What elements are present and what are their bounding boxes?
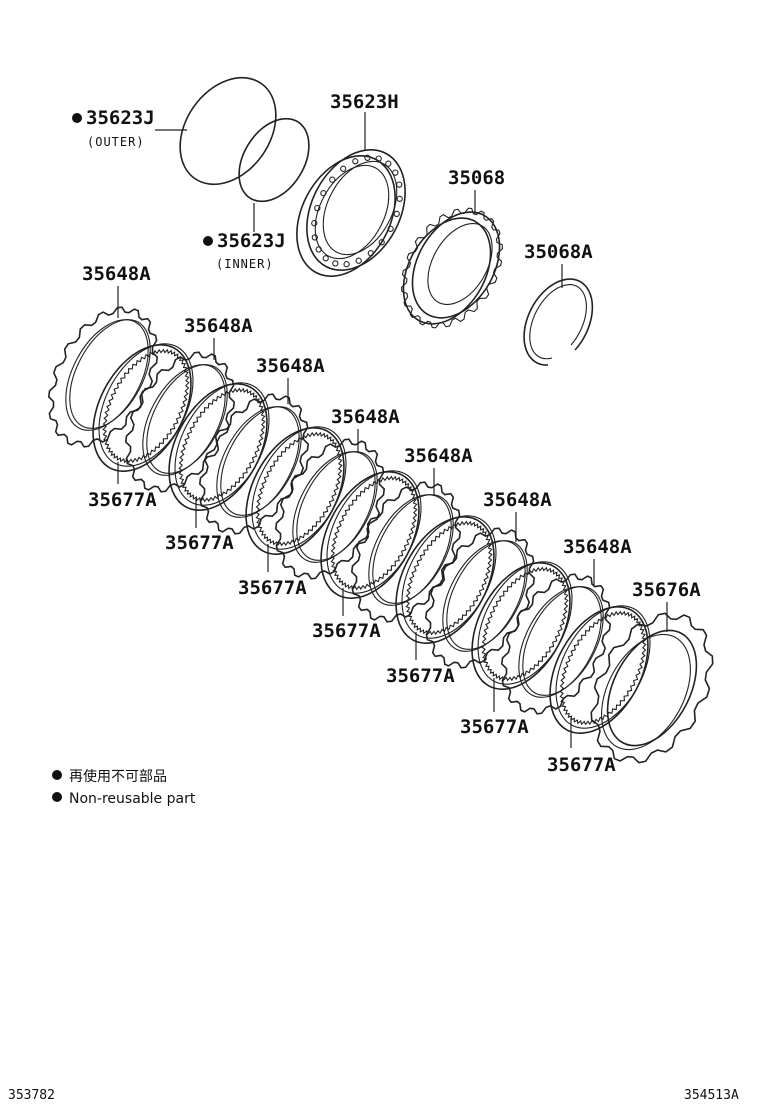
clutch-plate bbox=[395, 515, 497, 644]
retainer-bead bbox=[393, 210, 400, 218]
callout-35648a-7: 35648A bbox=[563, 536, 632, 558]
retainer-bead bbox=[343, 261, 350, 268]
retainer-bead bbox=[385, 160, 392, 167]
illustration-code-right: 354513A bbox=[684, 1088, 739, 1103]
callout-35676a: 35676A bbox=[632, 579, 701, 601]
snap-ring-35068a-drawing bbox=[523, 278, 594, 366]
retainer-bead bbox=[387, 225, 394, 232]
retainer-bead bbox=[320, 190, 327, 197]
retainer-bead bbox=[322, 255, 329, 262]
retainer-bead bbox=[392, 169, 399, 176]
retainer-bead bbox=[311, 220, 318, 227]
callout-35677a-3: 35677A bbox=[238, 577, 307, 599]
legend-marker-jp bbox=[52, 770, 62, 780]
clutch-plate bbox=[245, 426, 347, 555]
callout-35677a-1: 35677A bbox=[88, 489, 157, 511]
non-reusable-marker bbox=[72, 113, 82, 123]
retainer-bead bbox=[329, 176, 336, 183]
retainer-bead bbox=[364, 154, 371, 161]
callout-35623j-inner: 35623J bbox=[217, 230, 286, 252]
legend-japanese: 再使用不可部品 bbox=[69, 768, 167, 785]
non-reusable-marker bbox=[203, 236, 213, 246]
retainer-bead bbox=[396, 181, 403, 188]
callout-35648a-4: 35648A bbox=[331, 406, 400, 428]
retainer-bead bbox=[355, 257, 362, 264]
retainer-bead bbox=[314, 204, 321, 212]
callout-35677a-2: 35677A bbox=[165, 532, 234, 554]
clutch-plate bbox=[320, 470, 422, 599]
hub-drawing bbox=[401, 207, 503, 329]
callout-35677a-5: 35677A bbox=[386, 665, 455, 687]
callout-35068a: 35068A bbox=[524, 241, 593, 263]
friction-disc bbox=[198, 393, 310, 535]
callout-35648a-1: 35648A bbox=[82, 263, 151, 285]
retainer-bead bbox=[340, 165, 347, 172]
callout-35677a-6: 35677A bbox=[460, 716, 529, 738]
retainer-bead bbox=[375, 155, 382, 162]
snap-ring-inner-drawing bbox=[238, 117, 310, 203]
friction-disc bbox=[350, 481, 462, 623]
clutch-plate bbox=[549, 605, 651, 734]
callout-35648a-2: 35648A bbox=[184, 315, 253, 337]
note-inner: (INNER) bbox=[216, 257, 274, 271]
clutch-plate bbox=[471, 561, 573, 690]
hub-teeth bbox=[401, 207, 503, 329]
retainer-bead bbox=[396, 195, 403, 202]
retainer-bead bbox=[315, 246, 322, 253]
retainer-bead bbox=[367, 250, 374, 257]
note-outer: (OUTER) bbox=[87, 135, 145, 149]
legend-english: Non-reusable part bbox=[69, 791, 196, 807]
callout-35648a-3: 35648A bbox=[256, 355, 325, 377]
callout-35677a-7: 35677A bbox=[547, 754, 616, 776]
illustration-code-left: 353782 bbox=[8, 1088, 55, 1103]
callout-35068: 35068 bbox=[448, 167, 505, 189]
retainer-bead bbox=[332, 260, 339, 267]
callout-35648a-5: 35648A bbox=[404, 445, 473, 467]
friction-disc bbox=[274, 438, 386, 580]
friction-disc bbox=[424, 527, 536, 669]
friction-disc bbox=[500, 573, 612, 715]
retainer-drawing bbox=[296, 149, 406, 277]
flange-plate bbox=[590, 612, 714, 764]
legend-marker-en bbox=[52, 792, 62, 802]
clutch-pack bbox=[47, 306, 714, 764]
callout-35623j-outer: 35623J bbox=[86, 107, 155, 129]
retainer-bead bbox=[311, 234, 318, 241]
callout-35623h: 35623H bbox=[330, 91, 399, 113]
clutch-plate bbox=[92, 343, 194, 472]
retainer-bead bbox=[378, 239, 385, 246]
callout-35648a-6: 35648A bbox=[483, 489, 552, 511]
clutch-plate bbox=[168, 382, 270, 511]
callout-35677a-4: 35677A bbox=[312, 620, 381, 642]
retainer-bead bbox=[352, 158, 359, 165]
snap-ring-outer-drawing bbox=[179, 76, 277, 186]
